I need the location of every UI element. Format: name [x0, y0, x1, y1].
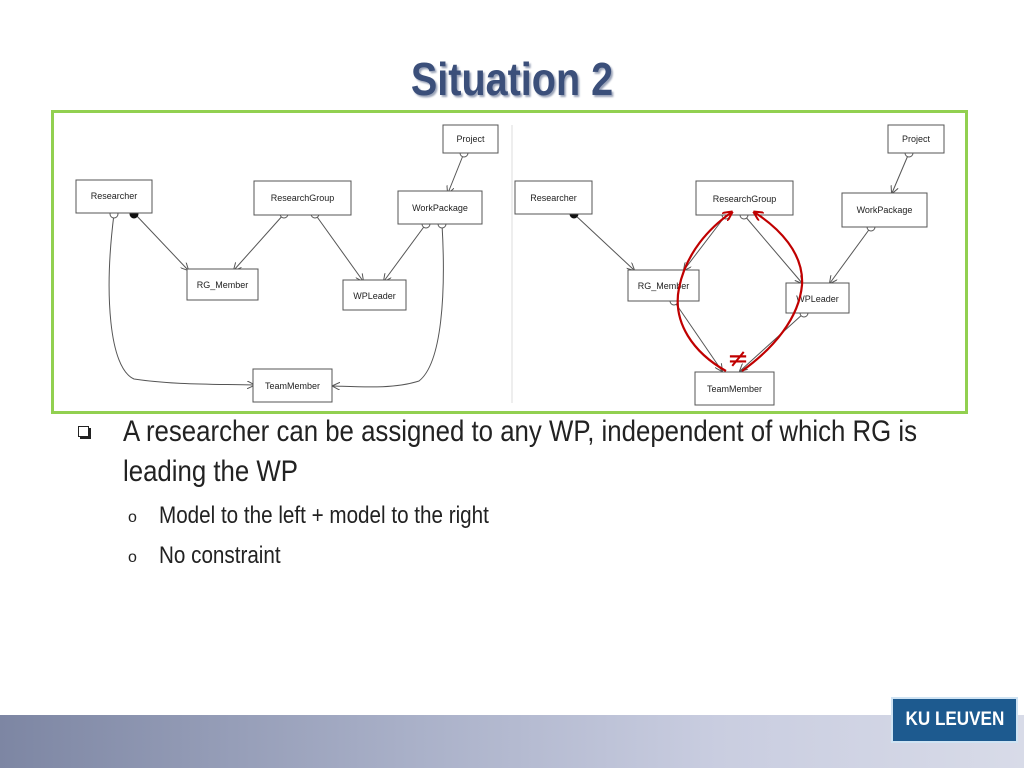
bullet-item: A researcher can be assigned to any WP, …	[78, 412, 978, 492]
node-researchgroup: ResearchGroup	[253, 180, 352, 216]
node-researchgroup: ResearchGroup	[695, 180, 794, 216]
edge-researchgroup-wpleader	[743, 214, 802, 283]
ku-leuven-logo: KU LEUVEN	[891, 697, 1018, 743]
node-teammember: TeamMember	[694, 371, 775, 406]
not-equal-symbol: ≠	[727, 344, 749, 374]
edge-project-workpackage	[448, 152, 465, 193]
svg-text:Project: Project	[456, 134, 485, 144]
circle-bullet-icon: o	[128, 549, 137, 566]
sub-bullet-item: o Model to the left + model to the right	[78, 496, 978, 536]
square-bullet-icon	[78, 426, 89, 437]
node-workpackage: WorkPackage	[841, 192, 928, 228]
node-teammember: TeamMember	[252, 368, 333, 403]
edge-wpleader-teammember	[740, 312, 805, 371]
node-researcher: Researcher	[514, 180, 593, 215]
edge-researchgroup-wpleader	[314, 213, 363, 281]
node-workpackage: WorkPackage	[397, 190, 483, 225]
edge-researcher-rgmember	[573, 213, 634, 270]
right-diagram: Project Researcher ResearchGroup WorkPac…	[514, 124, 945, 406]
node-project: Project	[887, 124, 945, 154]
svg-text:Researcher: Researcher	[530, 193, 577, 203]
slide-title: Situation 2	[410, 53, 614, 105]
svg-text:TeamMember: TeamMember	[707, 384, 762, 394]
edge-rgmember-teammember	[673, 300, 722, 371]
sub-bullet-text: Model to the left + model to the right	[159, 502, 489, 529]
diagram-canvas: Project Researcher ResearchGroup WorkPac…	[75, 124, 945, 406]
edge-researchgroup-rgmember	[234, 213, 285, 270]
svg-text:RG_Member: RG_Member	[638, 281, 690, 291]
edge-project-workpackage	[892, 152, 910, 193]
node-project: Project	[442, 124, 499, 154]
edge-workpackage-wpleader	[830, 226, 872, 283]
svg-text:RG_Member: RG_Member	[197, 280, 249, 290]
left-diagram: Project Researcher ResearchGroup WorkPac…	[75, 124, 499, 403]
logo-text: KU LEUVEN	[905, 709, 1004, 730]
footer-gradient-bar	[0, 715, 1024, 768]
svg-text:ResearchGroup: ResearchGroup	[271, 193, 335, 203]
sub-bullet-text: No constraint	[159, 542, 281, 569]
edge-researchgroup-rgmember	[684, 214, 727, 270]
node-rgmember: RG_Member	[186, 268, 259, 301]
svg-text:WPLeader: WPLeader	[796, 294, 839, 304]
svg-text:WorkPackage: WorkPackage	[857, 205, 913, 215]
circle-bullet-icon: o	[128, 509, 137, 526]
red-path-right	[741, 212, 804, 372]
edge-researcher-teammember	[108, 213, 254, 385]
svg-text:WPLeader: WPLeader	[353, 291, 396, 301]
sub-bullet-item: o No constraint	[78, 536, 978, 576]
edge-workpackage-wpleader	[384, 223, 427, 281]
bullet-list: A researcher can be assigned to any WP, …	[78, 412, 978, 576]
edge-researcher-rgmember	[134, 213, 188, 270]
svg-text:Researcher: Researcher	[91, 191, 138, 201]
svg-text:Project: Project	[902, 134, 931, 144]
diagram-frame: Project Researcher ResearchGroup WorkPac…	[51, 110, 968, 414]
red-path-left	[676, 212, 732, 372]
bullet-text: A researcher can be assigned to any WP, …	[123, 415, 918, 488]
svg-text:ResearchGroup: ResearchGroup	[713, 194, 777, 204]
node-wpleader: WPLeader	[342, 279, 407, 311]
svg-text:TeamMember: TeamMember	[265, 381, 320, 391]
edge-workpackage-teammember	[333, 223, 444, 387]
node-rgmember: RG_Member	[627, 269, 700, 302]
node-researcher: Researcher	[75, 179, 153, 214]
svg-text:WorkPackage: WorkPackage	[412, 203, 468, 213]
